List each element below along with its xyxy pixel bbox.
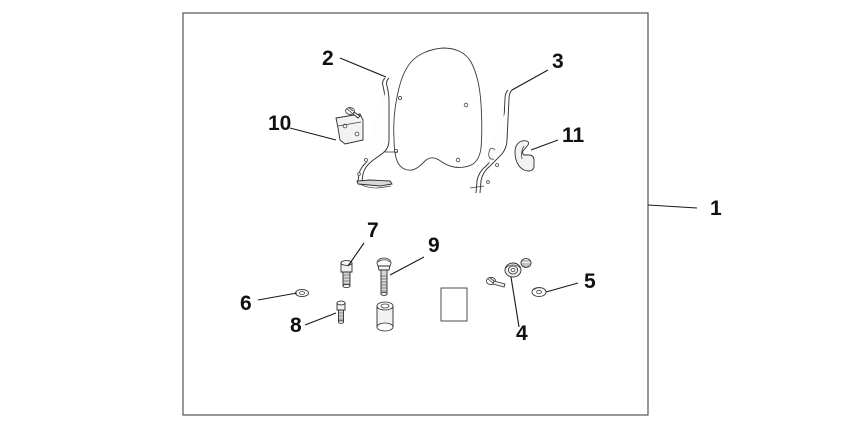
callout-leader-1 — [647, 204, 698, 209]
callout-number-9[interactable]: 9 — [428, 234, 440, 257]
callout-leader-11 — [530, 139, 559, 151]
mounting-plate-bracket — [335, 107, 364, 145]
callout-leader-8 — [304, 312, 337, 326]
callout-leader-6 — [257, 292, 298, 301]
right-stay — [469, 89, 513, 194]
callout-leader-lines — [257, 57, 698, 328]
collar-nut-4 — [504, 262, 522, 278]
callout-leader-9 — [389, 256, 425, 276]
small-bolt-8 — [336, 300, 346, 324]
plate-hole-lower — [354, 131, 360, 137]
callout-leader-5 — [545, 282, 579, 293]
callout-number-10[interactable]: 10 — [268, 112, 291, 135]
callout-number-4[interactable]: 4 — [516, 322, 528, 345]
callout-leader-4 — [510, 276, 520, 328]
callout-number-3[interactable]: 3 — [552, 50, 564, 73]
clamp-cover — [514, 140, 535, 172]
callout-number-5[interactable]: 5 — [584, 270, 596, 293]
callout-number-2[interactable]: 2 — [322, 47, 334, 70]
callout-leader-2 — [339, 57, 387, 78]
screen-hole-bottom-right — [455, 157, 461, 163]
washer-5 — [531, 286, 547, 298]
pan-screw-4 — [485, 276, 506, 288]
screen-hole-top-left — [397, 96, 402, 101]
left-stay — [356, 77, 398, 189]
callout-number-labels: 1 2 3 4 5 6 7 8 9 10 11 — [240, 47, 722, 345]
flat-washer-6 — [295, 288, 309, 298]
plate-screw — [345, 107, 361, 119]
kit-boundary-box — [182, 12, 649, 416]
instruction-card — [440, 287, 468, 322]
callout-number-1[interactable]: 1 — [710, 197, 722, 220]
callout-number-6[interactable]: 6 — [240, 292, 252, 315]
callout-leader-3 — [511, 69, 549, 91]
socket-bolt-7 — [340, 260, 353, 289]
collar-spacer — [376, 301, 394, 332]
windshield-screen — [393, 47, 483, 171]
hex-flange-bolt-9 — [376, 257, 392, 296]
screen-hole-top-right — [463, 102, 469, 108]
small-nut-4 — [520, 258, 532, 268]
callout-number-7[interactable]: 7 — [367, 219, 379, 242]
callout-number-11[interactable]: 11 — [562, 124, 585, 147]
callout-leader-10 — [289, 127, 337, 141]
callout-leader-7 — [347, 242, 365, 267]
callout-number-8[interactable]: 8 — [290, 314, 302, 337]
